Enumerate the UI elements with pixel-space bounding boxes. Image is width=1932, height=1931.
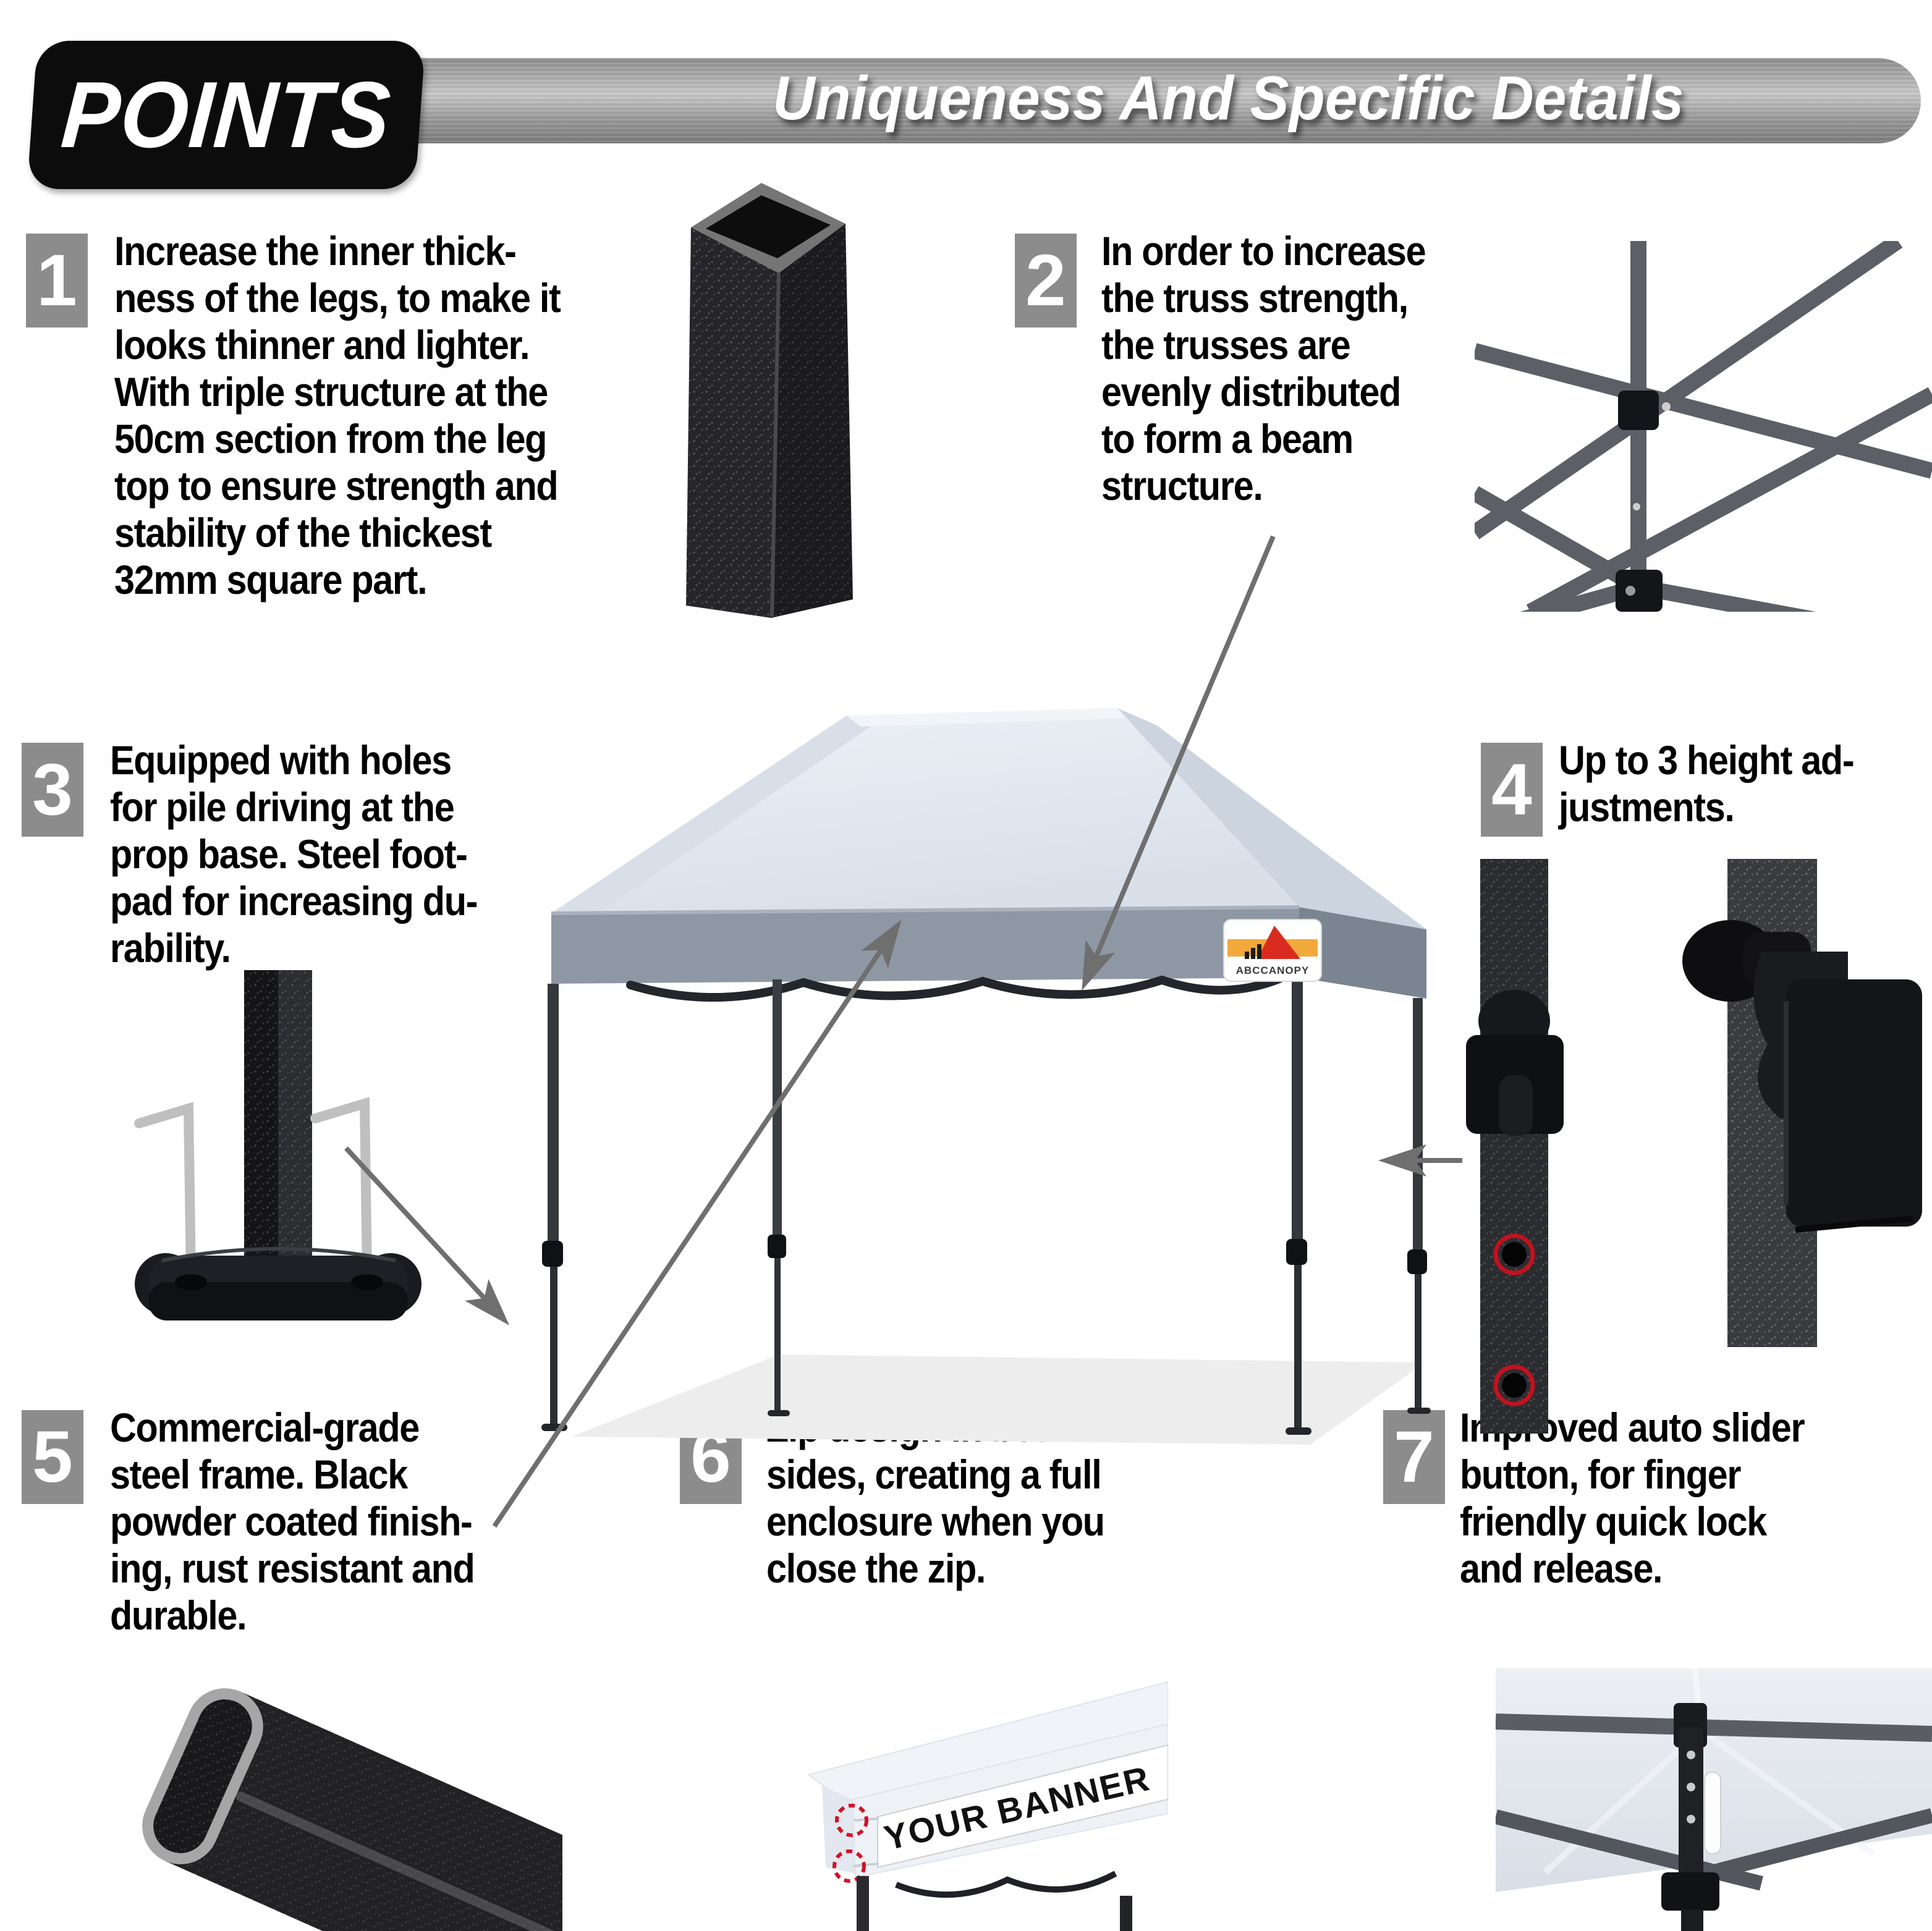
closeup-clamp-body bbox=[1786, 979, 1922, 1227]
height-hole-red-ring bbox=[1493, 1364, 1535, 1406]
truss-bars bbox=[1475, 241, 1932, 612]
point-2-text: In order to increase the truss strength,… bbox=[1101, 228, 1426, 509]
corner-strap bbox=[1704, 1772, 1721, 1854]
footpad-base bbox=[135, 1247, 422, 1320]
truss-hub-lower bbox=[1616, 570, 1663, 612]
canopy-roof-front bbox=[551, 708, 1299, 913]
truss-hub-upper bbox=[1618, 391, 1659, 430]
height-hole-red-ring bbox=[1493, 1233, 1535, 1275]
logo-text: ABCCANOPY bbox=[1236, 965, 1310, 976]
banner-right-leg bbox=[1120, 1896, 1132, 1931]
banner-left-leg bbox=[857, 1876, 869, 1931]
oval-tube bbox=[142, 1688, 562, 1931]
point-5-text: Commercial-grade steel frame. Black powd… bbox=[110, 1405, 475, 1638]
banner-strip bbox=[877, 1744, 1168, 1869]
point-4-text: Up to 3 height ad- justments. bbox=[1559, 737, 1855, 830]
point-3-text: Equipped with holes for pile driving at … bbox=[110, 737, 478, 971]
point-2-number: 2 bbox=[1015, 234, 1077, 327]
corner-hub bbox=[1661, 1872, 1719, 1911]
attachment-red-circle bbox=[835, 1804, 868, 1837]
tent-logo: ABCCANOPY bbox=[1223, 919, 1322, 982]
banner-under-truss bbox=[895, 1870, 1117, 1898]
point-1-number: 1 bbox=[26, 234, 88, 327]
oval-tube-image bbox=[142, 1688, 562, 1931]
point-4-number: 4 bbox=[1481, 743, 1543, 837]
canopy-valance-front bbox=[551, 907, 1299, 984]
corner-leg-bracket bbox=[1679, 1727, 1703, 1883]
slider-leg-image bbox=[1466, 859, 1564, 1434]
corner-eave-bar bbox=[1496, 1713, 1932, 1742]
point-7-number: 7 bbox=[1383, 1410, 1445, 1504]
point-5-number: 5 bbox=[22, 1410, 83, 1504]
points-badge: POINTS bbox=[27, 41, 426, 189]
truss-structure-image bbox=[1475, 241, 1932, 612]
banner-corner-image: YOUR BANNER bbox=[807, 1681, 1168, 1931]
square-leg-tube-image bbox=[686, 183, 853, 618]
header-bar: Uniqueness And Specific Details bbox=[204, 58, 1921, 143]
canopy-valance-right bbox=[1299, 907, 1426, 999]
attachment-red-circle bbox=[833, 1849, 866, 1883]
point-3-number: 3 bbox=[22, 743, 83, 837]
inside-corner-image bbox=[1496, 1668, 1932, 1931]
point-1-text: Increase the inner thick- ness of the le… bbox=[114, 228, 561, 602]
header-title: Uniqueness And Specific Details bbox=[773, 64, 1684, 133]
points-badge-label: POINTS bbox=[58, 62, 394, 167]
canopy-tent-image: ABCCANOPY bbox=[541, 708, 1431, 1445]
slider-button-closeup-image bbox=[1682, 859, 1922, 1347]
footpad-image bbox=[134, 970, 422, 1320]
